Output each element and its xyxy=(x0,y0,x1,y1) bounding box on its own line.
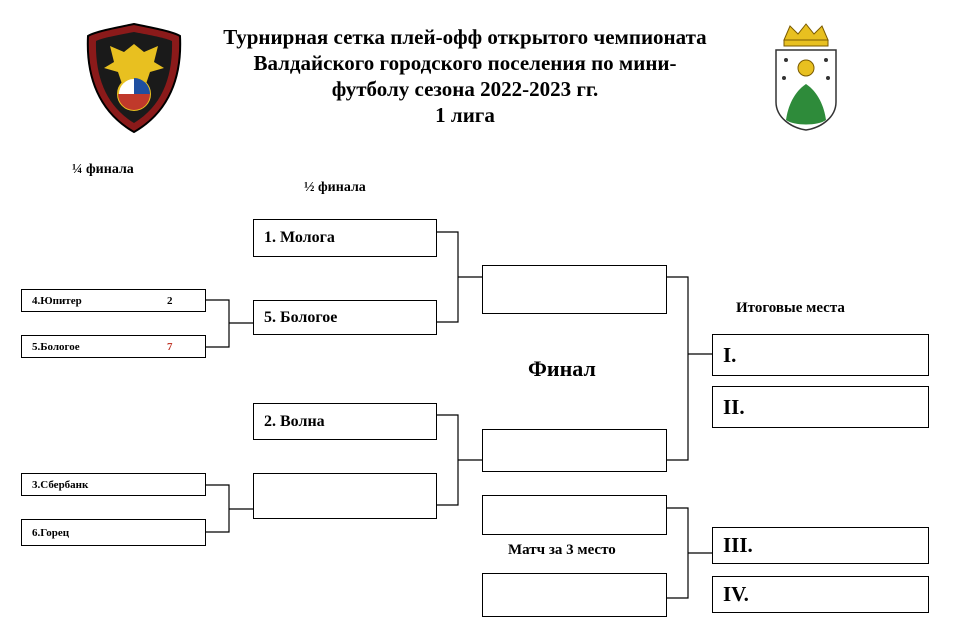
quarterfinal-team-4: 6.Горец xyxy=(21,519,206,546)
quarterfinal-team-3: 3.Сбербанк xyxy=(21,473,206,496)
team-name: 1. Молога xyxy=(264,229,335,246)
place-2: II. xyxy=(712,386,929,428)
quarterfinal-team-2: 5.Бологое 7 xyxy=(21,335,206,358)
football-union-logo-icon xyxy=(86,22,182,134)
team-name: 6.Горец xyxy=(32,526,70,539)
place-label: III. xyxy=(723,533,753,557)
team-name: 3.Сбербанк xyxy=(32,478,89,491)
semifinal-team-3: 2. Волна xyxy=(253,403,437,440)
place-4: IV. xyxy=(712,576,929,613)
place-3: III. xyxy=(712,527,929,564)
team-name: 5.Бологое xyxy=(32,340,80,353)
quarterfinal-team-1: 4.Юпитер 2 xyxy=(21,289,206,312)
title-line-1: Турнирная сетка плей-офф открытого чемпи… xyxy=(223,25,707,49)
title-line-3: футболу сезона 2022-2023 гг. xyxy=(331,77,599,101)
place-1: I. xyxy=(712,334,929,376)
bracket-title: Турнирная сетка плей-офф открытого чемпи… xyxy=(190,24,740,128)
team-name: 5. Бологое xyxy=(264,308,338,326)
semifinal-team-2: 5. Бологое xyxy=(253,300,437,335)
team-score: 7 xyxy=(167,340,173,353)
title-line-4: 1 лига xyxy=(435,103,495,127)
third-place-slot-2 xyxy=(482,573,667,617)
final-slot-1 xyxy=(482,265,667,314)
place-label: II. xyxy=(723,394,745,419)
team-name: 2. Волна xyxy=(264,412,325,430)
final-slot-2 xyxy=(482,429,667,472)
quarterfinal-header: ¼ финала xyxy=(72,162,134,177)
team-score: 2 xyxy=(167,294,173,307)
third-place-slot-1 xyxy=(482,495,667,535)
valdai-coat-of-arms-icon xyxy=(775,23,837,131)
semifinal-team-1: 1. Молога xyxy=(253,219,437,257)
semifinal-header: ½ финала xyxy=(304,180,366,195)
standings-header: Итоговые места xyxy=(736,300,845,316)
title-line-2: Валдайского городского поселения по мини… xyxy=(253,51,677,75)
semifinal-team-4 xyxy=(253,473,437,519)
place-label: I. xyxy=(723,342,737,367)
final-header: Финал xyxy=(528,356,596,381)
third-place-header: Матч за 3 место xyxy=(508,542,616,558)
team-name: 4.Юпитер xyxy=(32,294,82,307)
place-label: IV. xyxy=(723,582,749,606)
